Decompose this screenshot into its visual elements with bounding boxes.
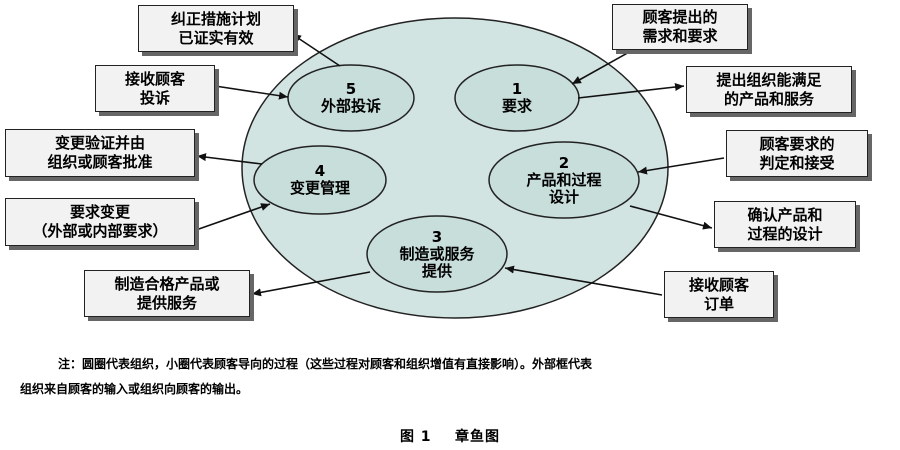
process-node-label: 外部投诉	[320, 97, 381, 115]
process-node-3: 3 制造或服务 提供	[367, 216, 507, 292]
box-requirement-change: 要求变更 （外部或内部要求）	[5, 198, 195, 246]
box-line: 投诉	[139, 88, 170, 107]
process-node-5: 5 外部投诉	[288, 65, 414, 131]
box-line: 订单	[703, 294, 734, 313]
process-node-number: 2	[558, 153, 570, 172]
box-line: 要求变更	[69, 203, 130, 221]
process-node-number: 5	[345, 80, 357, 98]
box-line: 变更验证并由	[54, 134, 145, 152]
arrow-receive-order-to-n3	[504, 265, 663, 296]
box-customer-needs: 顾客提出的 需求和要求	[612, 4, 748, 50]
box-line: 顾客要求的	[759, 134, 835, 153]
octopus-diagram: 1 要求 2 产品和过程 设计 3 制造或服务 提供 4 变更管理 5 外部投诉…	[5, 4, 868, 319]
box-line: 接收顾客	[688, 275, 749, 294]
diagram-canvas	[195, 17, 725, 319]
box-line: 纠正措施计划	[170, 9, 261, 28]
box-line: 过程的设计	[747, 224, 823, 243]
diagram-note: 注：圆圈代表组织，小圈代表顾客导向的过程（这些过程对顾客和组织增值有直接影响）。…	[20, 352, 888, 402]
process-node-label: 设计	[548, 187, 579, 206]
arrow-req-review-to-n2	[637, 157, 725, 175]
process-node-label: 制造或服务	[399, 244, 475, 263]
arrow-requirement-change-to-n4	[195, 203, 271, 231]
box-line: 的产品和服务	[723, 89, 814, 108]
arrow-customer-needs-to-n1	[571, 45, 641, 85]
box-receive-complaint: 接收顾客 投诉	[95, 65, 215, 112]
note-line-2: 组织来自顾客的输入或组织向顾客的输出。	[20, 382, 249, 396]
process-node-number: 4	[314, 162, 326, 180]
process-node-2-shape	[488, 141, 640, 219]
box-line: 需求和要求	[642, 27, 718, 45]
box-org-offer: 提出组织能满足 的产品和服务	[686, 66, 852, 113]
box-confirm-design: 确认产品和 过程的设计	[714, 201, 856, 248]
figure-caption: 图 1 章鱼图	[399, 429, 501, 445]
process-node-2: 2 产品和过程 设计	[489, 142, 639, 218]
box-line: 接收顾客	[124, 69, 185, 88]
process-node-label: 要求	[501, 97, 532, 115]
arrow-n4-to-change-approval	[196, 153, 263, 165]
box-line: 提出组织能满足	[716, 70, 822, 89]
arrow-n3-to-conforming-product	[251, 271, 371, 297]
process-node-number: 3	[431, 227, 443, 246]
box-corrective-action: 纠正措施计划 已证实有效	[138, 5, 294, 52]
box-conforming-product: 制造合格产品或 提供服务	[84, 270, 250, 317]
arrow-n1-to-org-offer	[577, 83, 685, 99]
process-node-label: 提供	[421, 261, 452, 280]
process-node-4: 4 变更管理	[254, 146, 386, 214]
box-line: 制造合格产品或	[114, 274, 220, 293]
arrow-receive-complaint-to-n5	[214, 85, 289, 100]
process-node-3-shape	[366, 215, 508, 293]
box-line: 提供服务	[136, 293, 197, 312]
process-node-label: 变更管理	[289, 179, 350, 197]
note-line-1: 注：圆圈代表组织，小圈代表顾客导向的过程（这些过程对顾客和组织增值有直接影响）。…	[58, 357, 593, 371]
box-line: 已证实有效	[178, 28, 254, 47]
box-line: 顾客提出的	[642, 8, 718, 26]
arrow-n2-to-confirm-design	[629, 205, 713, 230]
process-node-5-shape	[287, 64, 415, 132]
arrow-n5-to-complaint-fixed	[291, 33, 341, 67]
process-node-number: 1	[511, 80, 523, 98]
box-receive-order: 接收顾客 订单	[664, 271, 774, 318]
box-change-approval: 变更验证并由 组织或顾客批准	[5, 129, 195, 177]
box-line: 确认产品和	[747, 205, 823, 224]
box-line: 判定和接受	[759, 153, 835, 172]
box-line: 组织或顾客批准	[47, 153, 153, 171]
process-node-4-shape	[253, 145, 387, 215]
process-node-label: 产品和过程	[526, 170, 602, 189]
box-line: （外部或内部要求）	[32, 222, 168, 240]
process-node-1: 1 要求	[455, 65, 579, 131]
box-requirement-review: 顾客要求的 判定和接受	[726, 130, 868, 177]
